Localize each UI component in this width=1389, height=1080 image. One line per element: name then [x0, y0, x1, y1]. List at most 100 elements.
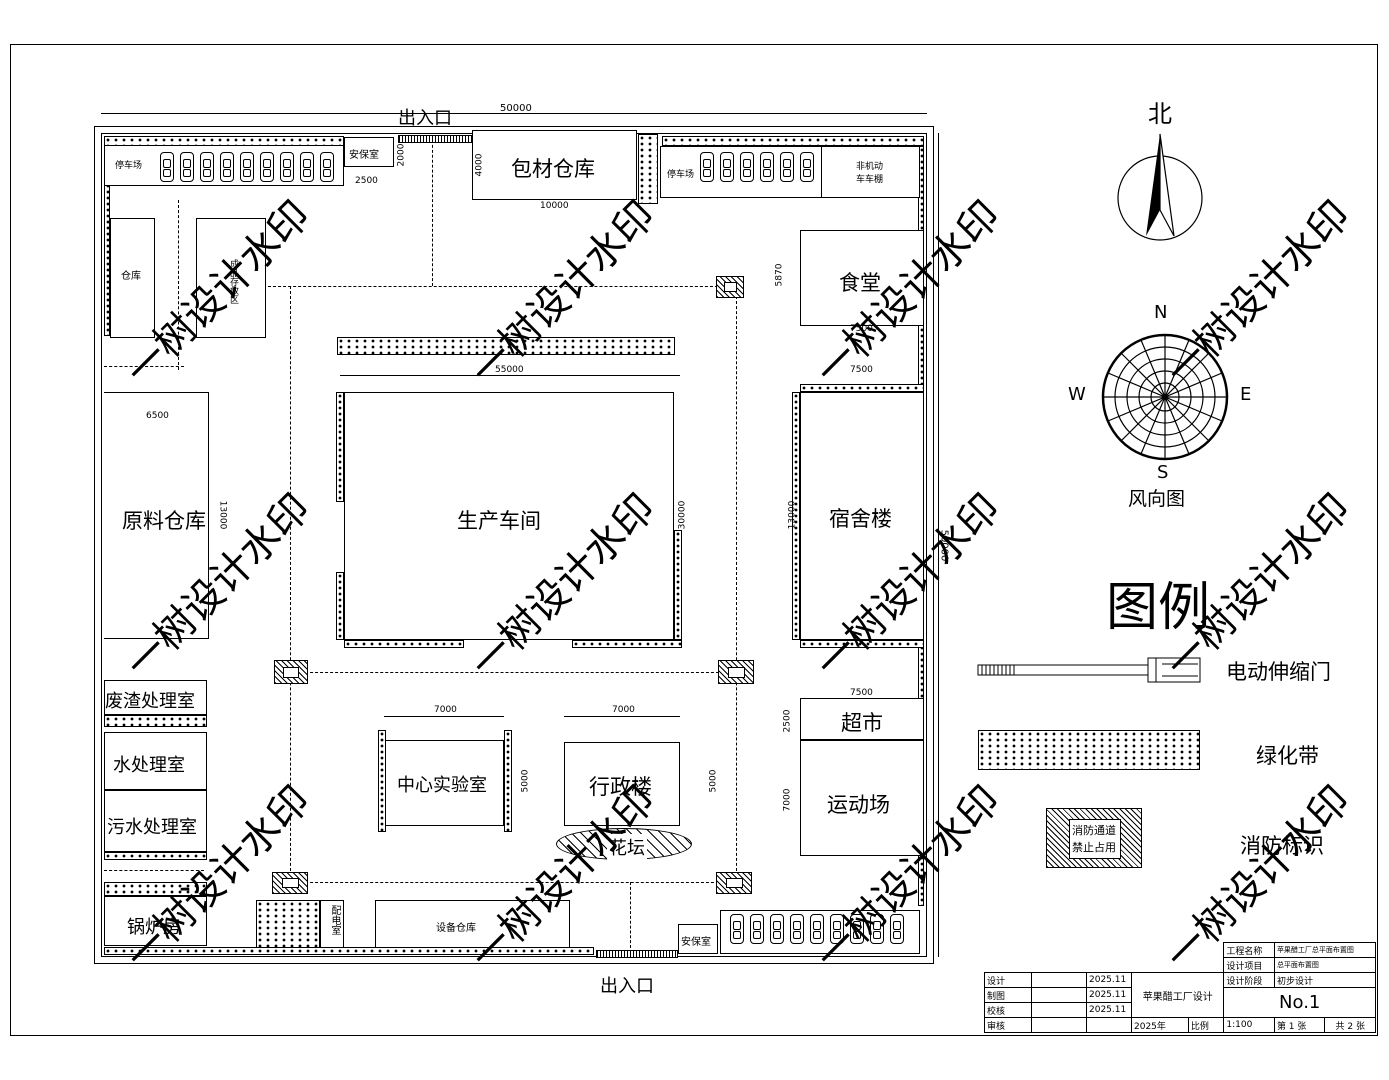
green-belt-workshop-right	[674, 530, 682, 640]
storage-area-label: 成品存放区	[228, 259, 238, 304]
flower-bed-label: 花坛	[607, 834, 647, 860]
car-icon	[220, 152, 234, 182]
central-lab[interactable]: 中心实验室	[384, 740, 504, 826]
guard-room-bottom[interactable]: 安保室	[678, 924, 718, 954]
tb-role-3: 审核	[984, 1017, 1032, 1033]
site-boundary-outer	[94, 126, 934, 964]
tb-date-0: 2025.11	[1086, 972, 1132, 988]
power-room[interactable]: 配电室	[320, 900, 344, 948]
car-icon	[160, 152, 174, 182]
lab-w-dim: 7000	[434, 705, 457, 715]
fire-sign-5	[716, 872, 752, 894]
green-belt-workshop-left-2	[336, 572, 344, 640]
tb-design-item-label: 设计项目	[1223, 957, 1275, 973]
green-belt-top-right	[662, 136, 924, 146]
green-belt-sewage	[104, 852, 207, 860]
car-icon	[810, 914, 824, 944]
wind-rose-n: N	[1154, 302, 1168, 323]
water-treatment-room-label: 水处理室	[113, 755, 185, 776]
admin-h-dim: 5000	[708, 769, 719, 793]
parking-top-right-label: 停车场	[667, 170, 695, 180]
road-v-5	[630, 882, 631, 948]
nonmotor-shed[interactable]: 非机动 车车棚	[821, 147, 920, 197]
fire-sign-3	[718, 660, 754, 684]
wind-rose-s: S	[1157, 462, 1169, 483]
car-icon	[890, 914, 904, 944]
dormitory[interactable]: 宿舍楼	[800, 392, 924, 640]
storage-area[interactable]: 成品存放区	[196, 218, 266, 338]
green-belt-dorm-left	[792, 392, 800, 640]
green-belt-legend-icon	[978, 730, 1200, 770]
guard-room-bottom-label: 安保室	[681, 937, 711, 948]
car-icon	[300, 152, 314, 182]
title-block: 工程名称 苹果醋工厂总平面布置图 设计项目 总平面布置图 设计 2025.11 …	[984, 942, 1377, 1033]
workshop-w-dim-line	[340, 375, 680, 376]
car-icon	[750, 914, 764, 944]
fire-sign-1	[716, 276, 744, 298]
sewage-treatment-room[interactable]: 污水处理室	[104, 790, 207, 852]
north-label: 北	[1148, 100, 1172, 128]
drawing-frame	[10, 44, 1378, 1036]
equipment-warehouse[interactable]: 设备仓库	[375, 900, 570, 948]
pack-h-dim: 4000	[474, 153, 485, 177]
lab-w-dim-line	[384, 716, 504, 717]
tb-date-2: 2025.11	[1086, 1002, 1132, 1018]
car-icon	[730, 914, 744, 944]
road-h-2	[104, 366, 184, 367]
tb-role-2: 校核	[984, 1002, 1032, 1018]
waste-residue-room[interactable]: 废渣处理室	[104, 680, 207, 715]
supermarket-label: 超市	[841, 711, 883, 735]
wind-rose-icon	[1101, 333, 1229, 461]
market-h-dim: 2500	[782, 709, 793, 733]
guard-w-dim: 2500	[355, 176, 378, 186]
top-gate[interactable]	[398, 135, 475, 143]
guard-room-top[interactable]: 安保室	[344, 137, 394, 167]
legend-gate-label: 电动伸缩门	[1226, 660, 1331, 684]
canteen[interactable]: 食堂	[800, 230, 924, 326]
sewage-treatment-room-label: 污水处理室	[107, 817, 197, 838]
green-belt-lab-right	[504, 730, 512, 832]
green-belt-dorm-top	[800, 384, 924, 392]
dorm-w-dim: 7500	[850, 365, 873, 375]
car-icon	[790, 914, 804, 944]
car-icon	[720, 152, 734, 182]
car-icon	[850, 914, 864, 944]
tb-scale-label: 比例	[1187, 1017, 1225, 1033]
workshop-w-dim: 55000	[495, 365, 524, 375]
raw-material-warehouse[interactable]: 原料仓库	[104, 392, 209, 639]
gate-legend-icon	[977, 657, 1201, 683]
production-workshop[interactable]: 生产车间	[344, 392, 674, 640]
top-entrance-label: 出入口	[398, 108, 452, 129]
sports-field[interactable]: 运动场	[800, 740, 924, 856]
car-icon	[800, 152, 814, 182]
water-treatment-room[interactable]: 水处理室	[104, 732, 207, 790]
green-belt-boiler	[104, 882, 207, 896]
canteen-w-dim: 7500	[850, 324, 873, 334]
tb-design-item: 总平面布置图	[1273, 957, 1377, 973]
tb-role-1: 制图	[984, 987, 1032, 1003]
guard-h-dim: 2000	[396, 143, 407, 167]
package-warehouse[interactable]: 包材仓库	[472, 130, 637, 200]
warehouse[interactable]: 仓库	[110, 218, 155, 338]
power-room-label: 配电室	[329, 905, 340, 935]
fire-sign-legend-text: 消防通道 禁止占用	[1072, 824, 1116, 854]
tb-number: No.1	[1223, 987, 1376, 1018]
pack-w-dim: 10000	[540, 201, 569, 211]
bottom-gate[interactable]	[596, 950, 678, 958]
wind-rose-e: E	[1240, 384, 1252, 405]
nonmotor-shed-label: 非机动 车车棚	[856, 162, 884, 185]
boiler-room[interactable]: 锅炉房	[104, 896, 207, 946]
supermarket[interactable]: 超市	[800, 698, 924, 740]
market-w-dim: 7500	[850, 688, 873, 698]
bottom-entrance-label: 出入口	[600, 976, 654, 997]
equipment-warehouse-label: 设备仓库	[436, 923, 476, 934]
road-h-3	[290, 672, 734, 673]
green-belt-top-left	[104, 136, 344, 146]
tb-project-name-label: 工程名称	[1223, 942, 1275, 958]
canteen-h-dim: 5870	[774, 263, 785, 287]
car-icon	[260, 152, 274, 182]
fire-sign-4	[272, 872, 308, 894]
car-icon	[320, 152, 334, 182]
package-warehouse-label: 包材仓库	[511, 157, 595, 181]
admin-building[interactable]: 行政楼	[564, 742, 680, 826]
